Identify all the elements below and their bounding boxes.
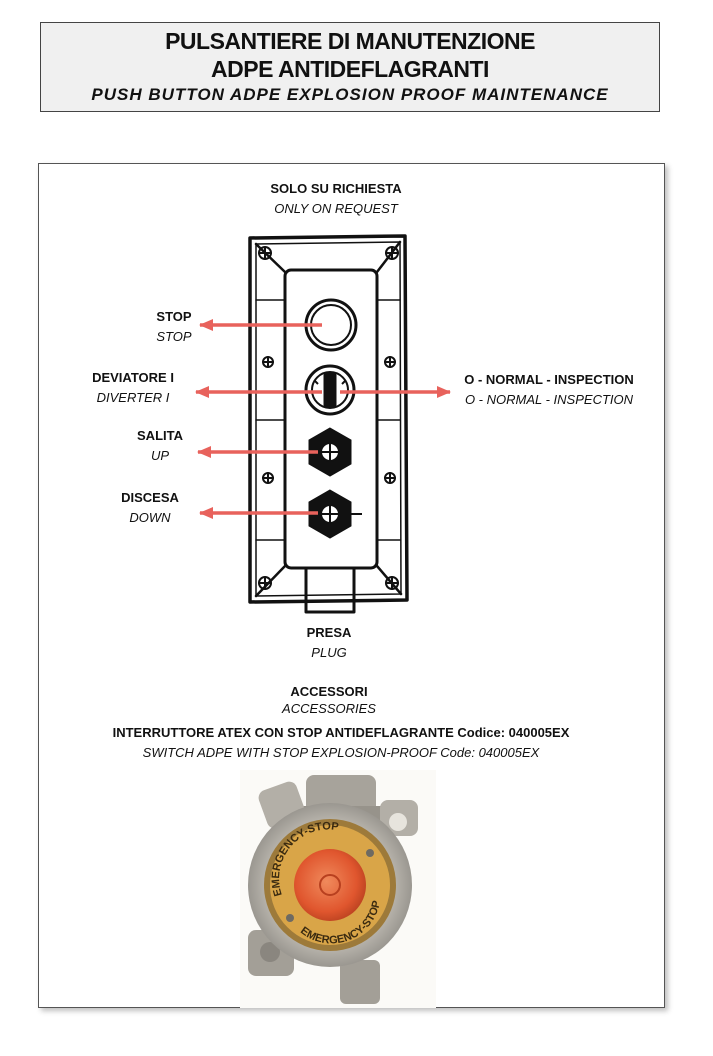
diverter-label: DEVIATORE I DIVERTER I: [92, 369, 174, 406]
selector-en: O - NORMAL - INSPECTION: [464, 392, 634, 407]
down-it: DISCESA: [121, 490, 179, 505]
stop-label: STOP STOP: [156, 308, 191, 345]
down-button-drawing: [308, 489, 362, 539]
enclosure: [248, 234, 409, 614]
on-request-label: SOLO SU RICHIESTA ONLY ON REQUEST: [270, 180, 401, 217]
down-en: DOWN: [129, 510, 171, 525]
stop-en: STOP: [156, 329, 192, 344]
up-label: SALITA UP: [137, 427, 183, 464]
plug-label: PRESA PLUG: [307, 624, 352, 661]
selector-label: O - NORMAL - INSPECTION O - NORMAL - INS…: [464, 371, 633, 408]
selector-switch-drawing: [304, 364, 356, 416]
stop-it: STOP: [156, 309, 192, 324]
on-request-it: SOLO SU RICHIESTA: [270, 181, 402, 196]
up-it: SALITA: [137, 428, 183, 443]
subtitle: PUSH BUTTON ADPE EXPLOSION PROOF MAINTEN…: [91, 85, 609, 104]
photo-text-top: EMERGENCY-STOP: [270, 820, 339, 897]
plug-it: PRESA: [306, 625, 352, 640]
title-line-2: ADPE ANTIDEFLAGRANTI: [211, 56, 489, 82]
accessories-en: ACCESSORIES: [282, 701, 376, 716]
photo-text-bottom: EMERGENCY-STOP: [298, 899, 383, 946]
up-en: UP: [150, 448, 170, 463]
switch-description: INTERRUTTORE ATEX CON STOP ANTIDEFLAGRAN…: [113, 724, 570, 761]
title-line-1: PULSANTIERE DI MANUTENZIONE: [165, 28, 535, 54]
diverter-it: DEVIATORE I: [92, 370, 174, 385]
plug-en: PLUG: [311, 645, 347, 660]
down-label: DISCESA DOWN: [121, 489, 179, 526]
switch-it: INTERRUTTORE ATEX CON STOP ANTIDEFLAGRAN…: [112, 725, 570, 740]
accessories-heading: ACCESSORI ACCESSORIES: [282, 683, 376, 717]
emergency-stop-photo: [240, 770, 436, 1008]
selector-it: O - NORMAL - INSPECTION: [464, 372, 634, 387]
up-button-drawing: [308, 427, 352, 477]
title-box: PULSANTIERE DI MANUTENZIONE ADPE ANTIDEF…: [40, 22, 660, 112]
diverter-en: DIVERTER I: [96, 390, 170, 405]
accessories-it: ACCESSORI: [290, 684, 368, 699]
switch-en: SWITCH ADPE WITH STOP EXPLOSION-PROOF Co…: [142, 745, 540, 760]
on-request-en: ONLY ON REQUEST: [274, 201, 398, 216]
